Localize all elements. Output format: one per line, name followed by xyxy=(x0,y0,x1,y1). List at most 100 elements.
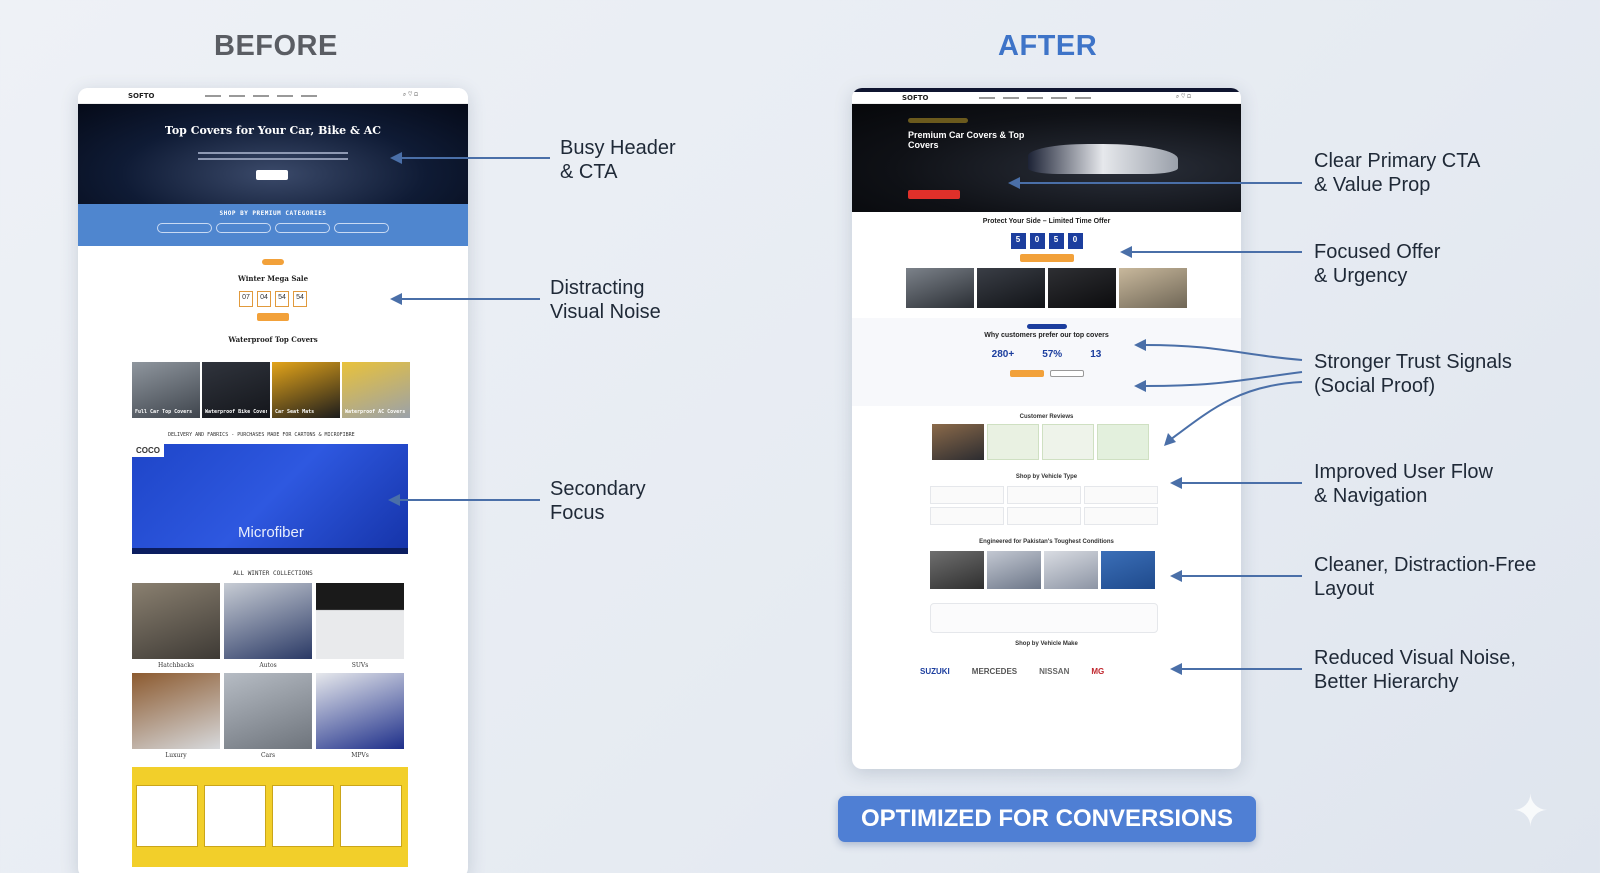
arrow-head xyxy=(390,293,402,305)
vehicle-type-item[interactable] xyxy=(930,486,1004,504)
annotation-user-flow: Improved User Flow & Navigation xyxy=(1314,461,1493,507)
collection-item[interactable]: Cars xyxy=(224,673,312,759)
collection-item[interactable]: MPVs xyxy=(316,673,404,759)
after-hero-title: Premium Car Covers & Top Covers xyxy=(908,130,1025,150)
after-hero-pill xyxy=(908,118,968,123)
before-hero-subtext xyxy=(198,152,348,154)
product-tile[interactable]: Full Car Top Covers xyxy=(132,362,200,418)
vehicle-type-item[interactable] xyxy=(1084,507,1158,525)
before-category-button[interactable] xyxy=(216,223,271,233)
timer-cell: 54 xyxy=(293,291,307,307)
brand-logo-mg[interactable]: MG xyxy=(1091,667,1105,676)
before-logo: SOFTO xyxy=(128,91,155,100)
arrow-line xyxy=(1130,251,1302,253)
product-tile[interactable]: Waterproof Bike Covers xyxy=(202,362,270,418)
after-hero-cta-button[interactable] xyxy=(908,190,960,199)
trust-button-secondary[interactable] xyxy=(1049,370,1084,377)
collection-item[interactable]: Hatchbacks xyxy=(132,583,220,669)
vehicle-type-item[interactable] xyxy=(930,507,1004,525)
product-tile[interactable] xyxy=(977,268,1045,308)
reviews-row xyxy=(932,424,1241,460)
arrow-line xyxy=(400,157,550,159)
trust-badge xyxy=(1026,324,1067,329)
stat-value: 280+ xyxy=(991,349,1015,360)
before-category-buttons xyxy=(78,223,468,233)
after-countdown: 5 0 5 0 xyxy=(852,233,1241,249)
fabric-row xyxy=(930,551,1241,589)
video-controls[interactable] xyxy=(132,548,408,554)
trust-stats: 280+ 57% 13 xyxy=(852,349,1241,360)
stat-value: 57% xyxy=(1042,349,1063,360)
vehicle-type-title: Shop by Vehicle Type xyxy=(1015,474,1078,480)
product-tile[interactable] xyxy=(1048,268,1116,308)
countdown-cell: 5 xyxy=(1010,233,1026,249)
before-video[interactable]: COCO Microfiber xyxy=(132,444,408,554)
review-card[interactable] xyxy=(1097,424,1149,460)
product-card[interactable] xyxy=(136,785,198,847)
review-card[interactable] xyxy=(1042,424,1094,460)
feature-strip xyxy=(930,603,1158,633)
arrow-head xyxy=(1120,246,1132,258)
fabric-tile xyxy=(1101,551,1155,589)
annotation-cleaner-layout: Cleaner, Distraction-Free Layout xyxy=(1314,554,1537,600)
before-hero-title: Top Covers for Your Car, Bike & AC xyxy=(164,124,382,137)
collection-item[interactable]: Autos xyxy=(224,583,312,669)
brand-logo-nissan[interactable]: NISSAN xyxy=(1039,667,1070,676)
stat-value: 13 xyxy=(1090,349,1102,360)
collection-item[interactable]: Luxury xyxy=(132,673,220,759)
timer-cell: 07 xyxy=(239,291,253,307)
after-hero-car-image xyxy=(1028,144,1178,174)
after-logo: SOFTO xyxy=(902,93,929,102)
before-title: BEFORE xyxy=(214,30,338,62)
before-mockup: SOFTO ⌕ ♡ ⊡ Top Covers for Your Car, Bik… xyxy=(78,88,468,873)
brand-row: SUZUKI MERCEDES NISSAN MG xyxy=(920,667,1241,676)
review-card[interactable] xyxy=(987,424,1039,460)
arrow-line xyxy=(1180,575,1302,577)
after-offer-title: Protect Your Side – Limited Time Offer xyxy=(982,218,1111,225)
before-category-button[interactable] xyxy=(157,223,212,233)
before-category-button[interactable] xyxy=(334,223,389,233)
before-hero-subtext-2 xyxy=(198,158,348,160)
arrow-head xyxy=(388,494,400,506)
vehicle-type-item[interactable] xyxy=(1007,507,1081,525)
before-timer: 07 04 54 54 xyxy=(78,291,468,307)
collection-item[interactable]: SUVs xyxy=(316,583,404,669)
product-card[interactable] xyxy=(340,785,402,847)
product-tile[interactable] xyxy=(1119,268,1187,308)
before-nav: SOFTO ⌕ ♡ ⊡ xyxy=(78,88,468,104)
before-nav-icons: ⌕ ♡ ⊡ xyxy=(402,92,418,98)
after-title: AFTER xyxy=(998,30,1098,62)
product-tile[interactable]: Car Seat Mats xyxy=(272,362,340,418)
before-hero-button[interactable] xyxy=(256,170,288,180)
after-offer-button[interactable] xyxy=(1019,254,1074,262)
product-card[interactable] xyxy=(204,785,266,847)
product-tile[interactable] xyxy=(906,268,974,308)
trust-button-primary[interactable] xyxy=(1009,370,1044,377)
fabric-tile xyxy=(987,551,1041,589)
before-sale-title: Winter Mega Sale xyxy=(237,274,309,283)
before-category-button[interactable] xyxy=(275,223,330,233)
countdown-cell: 5 xyxy=(1048,233,1064,249)
annotation-clear-cta: Clear Primary CTA & Value Prop xyxy=(1314,150,1481,196)
product-card[interactable] xyxy=(272,785,334,847)
annotation-focused-offer: Focused Offer & Urgency xyxy=(1314,241,1441,287)
review-card[interactable] xyxy=(932,424,984,460)
arrow-head xyxy=(1170,477,1182,489)
arrow-head xyxy=(1170,663,1182,675)
arrow-head xyxy=(1170,570,1182,582)
fabric-tile xyxy=(930,551,984,589)
brand-logo-mercedes[interactable]: MERCEDES xyxy=(971,667,1018,676)
arrow-line xyxy=(400,298,540,300)
brand-logo-suzuki[interactable]: SUZUKI xyxy=(920,667,950,676)
before-sale-button[interactable] xyxy=(257,313,289,321)
after-nav: SOFTO ⌕ ♡ ⊡ xyxy=(852,88,1241,104)
product-tile[interactable]: Waterproof AC Covers xyxy=(342,362,410,418)
before-hero: Top Covers for Your Car, Bike & AC xyxy=(78,104,468,204)
optimized-banner: OPTIMIZED FOR CONVERSIONS xyxy=(838,796,1256,842)
countdown-cell: 0 xyxy=(1029,233,1045,249)
after-nav-links xyxy=(978,96,1091,99)
before-sale-pill xyxy=(262,259,284,265)
vehicle-type-item[interactable] xyxy=(1084,486,1158,504)
vehicle-type-item[interactable] xyxy=(1007,486,1081,504)
